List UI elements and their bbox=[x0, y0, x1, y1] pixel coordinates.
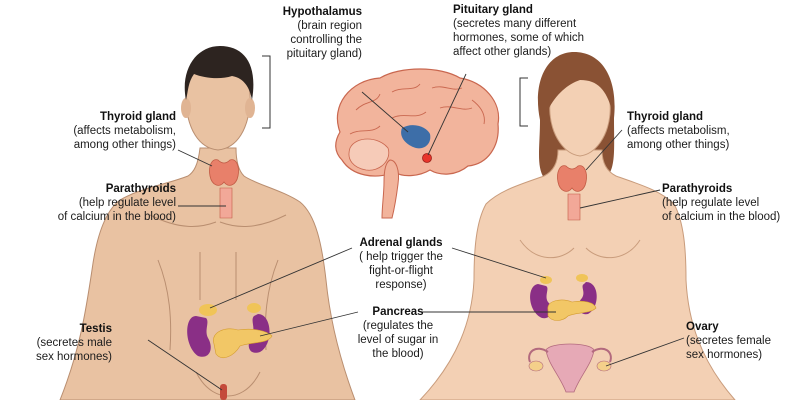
pituitary-desc-1: (secretes many different bbox=[453, 18, 577, 30]
male-ear-left bbox=[181, 98, 191, 118]
hypothalamus-desc-1: (brain region bbox=[297, 20, 362, 32]
male-groin-line bbox=[195, 371, 261, 397]
thyroid-left-desc-1: (affects metabolism, bbox=[73, 125, 176, 137]
parathyroids-left-desc-1: (help regulate level bbox=[78, 197, 176, 209]
brain-pituitary-gland bbox=[422, 153, 432, 163]
pancreas-desc-2: level of sugar in bbox=[357, 334, 439, 346]
parathyroids-right-desc-2: of calcium in the blood) bbox=[662, 211, 781, 223]
leader-pituitary bbox=[427, 73, 467, 156]
leader-lines bbox=[147, 73, 685, 391]
female-uterus bbox=[545, 343, 595, 393]
female-adrenal-left bbox=[540, 276, 552, 284]
label-thyroid-left: Thyroid gland (affects metabolism, among… bbox=[40, 110, 176, 152]
hypothalamus-desc-2: controlling the bbox=[290, 34, 362, 46]
male-adrenal-right bbox=[247, 303, 261, 313]
brain-stem bbox=[381, 159, 399, 219]
brain-folds bbox=[349, 83, 485, 135]
parathyroids-right-desc-1: (help regulate level bbox=[662, 197, 760, 209]
hypothalamus-title: Hypothalamus bbox=[282, 6, 362, 18]
thyroid-right-desc-1: (affects metabolism, bbox=[627, 125, 730, 137]
thyroid-left-title: Thyroid gland bbox=[99, 111, 176, 123]
leader-ovary bbox=[605, 337, 685, 367]
leader-pancreas-male bbox=[259, 311, 359, 337]
male-body bbox=[59, 147, 356, 400]
male-kidneys bbox=[187, 303, 273, 358]
female-hair-front bbox=[547, 60, 613, 110]
parathyroids-left-desc-2: of calcium in the blood) bbox=[57, 211, 176, 223]
thyroid-right-title: Thyroid gland bbox=[627, 111, 704, 123]
leader-testis bbox=[147, 339, 223, 391]
female-fallopian-tubes bbox=[528, 347, 612, 363]
label-pituitary-gland: Pituitary gland (secretes many different… bbox=[453, 3, 603, 59]
adrenal-title: Adrenal glands bbox=[359, 237, 443, 249]
male-ear-right bbox=[245, 98, 255, 118]
thyroid-left-desc-2: among other things) bbox=[73, 139, 176, 151]
ovary-desc-2: sex hormones) bbox=[686, 349, 763, 361]
testis-title: Testis bbox=[79, 323, 112, 335]
female-thyroid bbox=[557, 165, 587, 192]
male-trachea bbox=[219, 187, 233, 219]
brain-hypothalamus-region bbox=[401, 125, 431, 149]
male-figure bbox=[59, 46, 356, 400]
pancreas-title: Pancreas bbox=[372, 306, 424, 318]
leader-adrenal-male bbox=[209, 247, 353, 309]
male-pancreas bbox=[213, 328, 273, 358]
female-adrenal-right bbox=[576, 274, 588, 282]
ovary-title: Ovary bbox=[686, 321, 719, 333]
ovary-desc-1: (secretes female bbox=[686, 335, 772, 347]
leader-thyroid-left bbox=[177, 149, 213, 167]
label-parathyroids-left: Parathyroids (help regulate level of cal… bbox=[10, 182, 176, 224]
thyroid-right-desc-2: among other things) bbox=[627, 139, 730, 151]
adrenal-desc-3: response) bbox=[375, 279, 427, 291]
adrenal-desc-1: ( help trigger the bbox=[359, 251, 443, 263]
brain-cerebellum bbox=[348, 138, 390, 171]
pancreas-desc-3: the blood) bbox=[372, 348, 424, 360]
label-ovary: Ovary (secretes female sex hormones) bbox=[686, 320, 796, 362]
female-body bbox=[419, 149, 736, 400]
label-thyroid-right: Thyroid gland (affects metabolism, among… bbox=[627, 110, 767, 152]
male-kidney-left bbox=[187, 316, 211, 357]
pancreas-desc-1: (regulates the bbox=[362, 320, 434, 332]
male-thyroid bbox=[209, 159, 239, 186]
female-kidneys bbox=[530, 274, 597, 321]
female-figure bbox=[419, 52, 736, 400]
male-testis-indicator bbox=[220, 384, 227, 400]
parathyroids-left-title: Parathyroids bbox=[105, 183, 176, 195]
label-parathyroids-right: Parathyroids (help regulate level of cal… bbox=[662, 182, 798, 224]
label-testis: Testis (secretes male sex hormones) bbox=[20, 322, 112, 364]
male-chest-lines bbox=[149, 214, 287, 351]
leader-parathyroid-right bbox=[579, 189, 661, 209]
label-pancreas: Pancreas (regulates the level of sugar i… bbox=[356, 305, 440, 361]
pituitary-desc-2: hormones, some of which bbox=[453, 32, 585, 44]
leader-thyroid-right bbox=[585, 129, 623, 171]
female-chest-lines bbox=[519, 239, 641, 259]
female-kidney-left bbox=[530, 284, 552, 319]
testis-desc-1: (secretes male bbox=[36, 337, 112, 349]
pituitary-title: Pituitary gland bbox=[453, 4, 533, 16]
pituitary-desc-3: affect other glands) bbox=[453, 46, 552, 58]
hypothalamus-desc-3: pituitary gland) bbox=[286, 48, 362, 60]
female-ovary-right bbox=[596, 360, 612, 372]
label-adrenal-glands: Adrenal glands ( help trigger the fight-… bbox=[346, 236, 456, 292]
female-pancreas bbox=[547, 299, 597, 321]
testis-desc-2: sex hormones) bbox=[35, 351, 112, 363]
brain-cross-section bbox=[335, 68, 500, 219]
male-hair bbox=[184, 46, 254, 100]
leader-adrenal-female bbox=[451, 247, 547, 279]
label-hypothalamus: Hypothalamus (brain region controlling t… bbox=[262, 5, 362, 61]
leader-hypothalamus bbox=[361, 91, 409, 133]
parathyroids-right-title: Parathyroids bbox=[662, 183, 733, 195]
bracket-right bbox=[519, 77, 528, 127]
female-uterus-ovaries bbox=[528, 343, 612, 393]
female-ovary-left bbox=[528, 360, 544, 372]
bracket-left bbox=[262, 55, 271, 129]
female-trachea bbox=[567, 193, 581, 221]
adrenal-desc-2: fight-or-flight bbox=[369, 265, 433, 277]
